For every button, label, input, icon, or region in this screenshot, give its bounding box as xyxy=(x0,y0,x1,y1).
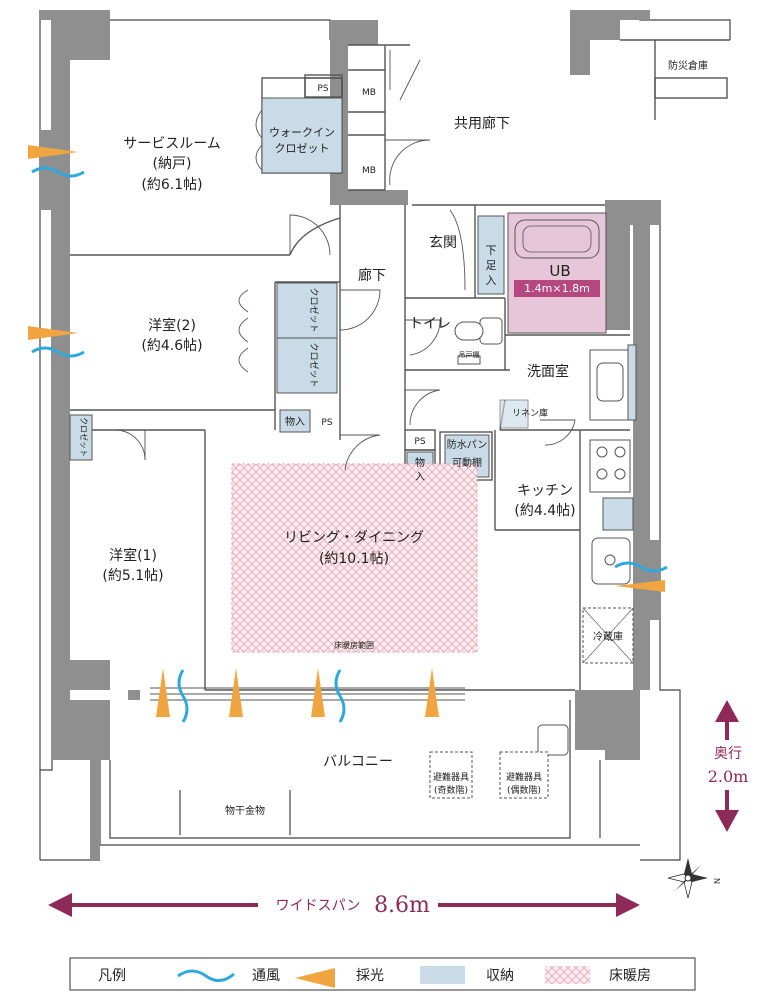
daylight-triangle-4 xyxy=(425,668,439,717)
western-room-1-name: 洋室(1) xyxy=(109,547,157,564)
storage-areas xyxy=(69,97,637,531)
compass-north-label: N xyxy=(712,878,721,884)
floor-heating-area xyxy=(231,463,478,653)
daylight-marks xyxy=(28,145,665,717)
toilet-cabinet-label: 吊戸棚 xyxy=(459,350,480,359)
living-dining-name: リビング・ダイニング xyxy=(284,530,424,546)
drying-rack-label: 物干金物 xyxy=(225,804,265,817)
floor-heating-legend-icon xyxy=(545,966,590,984)
ventilation-wave-service xyxy=(31,166,85,178)
ventilation-wave-balcony-2 xyxy=(334,669,346,723)
unit-bath-name: UB xyxy=(549,262,570,280)
legend-daylight-label: 採光 xyxy=(356,968,384,984)
width-label: ワイドスパン xyxy=(276,898,361,914)
unit-bath-size: 1.4m×1.8m xyxy=(524,282,590,295)
service-room-size: (約6.1帖) xyxy=(141,177,202,193)
ventilation-legend-icon xyxy=(177,969,235,982)
closet-upper-area xyxy=(276,282,338,339)
storage-legend-icon xyxy=(420,966,465,984)
legend-ventilation-label: 通風 xyxy=(252,968,280,984)
toilet-label: トイレ xyxy=(409,316,451,332)
daylight-triangle-1 xyxy=(156,668,170,717)
shoe-box-label-1: 下 xyxy=(486,244,497,257)
depth-dimension: 奥行 2.0m xyxy=(700,700,756,832)
depth-value: 2.0m xyxy=(708,767,749,786)
entrance-label: 玄関 xyxy=(429,234,457,251)
ventilation-wave-room2 xyxy=(31,346,85,358)
shoe-box-label-3: 入 xyxy=(486,274,497,287)
daylight-legend-icon xyxy=(295,968,335,988)
waterproof-pan-label-2: 可動棚 xyxy=(452,456,482,469)
closet-label-room1: クロゼット xyxy=(79,417,89,457)
escape-even-label-2: (偶数階) xyxy=(507,784,541,796)
legend-title: 凡例 xyxy=(98,968,126,984)
closet-label-lower: クロゼット xyxy=(308,342,320,387)
interior-walls xyxy=(70,39,730,691)
ps-label-kitchen: PS xyxy=(414,437,425,447)
floor-heating-note: 床暖房範囲 xyxy=(334,640,374,650)
width-dimension: ワイドスパン 8.6m xyxy=(48,890,640,920)
disaster-storage-label: 防災倉庫 xyxy=(668,59,708,72)
legend: 凡例 通風 採光 収納 床暖房 xyxy=(69,957,696,991)
western-room-1-size: (約5.1帖) xyxy=(102,568,163,584)
shared-corridor-label: 共用廊下 xyxy=(454,115,510,132)
corridor-label: 廊下 xyxy=(358,267,386,284)
fridge-label: 冷蔵庫 xyxy=(593,630,623,643)
compass-icon: N xyxy=(667,858,721,899)
width-value: 8.6m xyxy=(374,893,430,918)
room-labels: サービスルーム (納戸) (約6.1帖) ウォークイン クロゼット 洋室(2) … xyxy=(102,59,708,817)
washroom-label: 洗面室 xyxy=(527,363,569,380)
escape-odd-label-1: 避難器具 xyxy=(433,771,469,783)
storage-label-kitchen-1: 物 xyxy=(415,456,425,469)
western-room-2-size: (約4.6帖) xyxy=(141,338,202,354)
closet-lower-area xyxy=(276,337,338,394)
living-dining-size: (約10.1帖) xyxy=(319,551,389,567)
western-room-2-name: 洋室(2) xyxy=(148,317,196,334)
ps-label-top: PS xyxy=(317,84,328,94)
walk-in-closet-label-2: クロゼット xyxy=(275,142,330,155)
depth-label: 奥行 xyxy=(714,745,742,762)
legend-floor-heating-label: 床暖房 xyxy=(609,968,651,984)
shoe-box-area xyxy=(477,215,505,295)
mb-label-top: MB xyxy=(362,88,376,98)
daylight-triangle-kitchen xyxy=(615,580,665,592)
balcony-label: バルコニー xyxy=(323,754,393,770)
ventilation-wave-kitchen xyxy=(614,561,668,573)
daylight-triangle-room2 xyxy=(28,326,78,340)
kitchen-name: キッチン xyxy=(517,483,573,499)
daylight-triangle-service xyxy=(28,145,78,159)
western-room-1-closet-area xyxy=(69,414,93,461)
ventilation-wave-balcony-1 xyxy=(177,669,189,723)
mb-label-bottom: MB xyxy=(362,166,376,176)
unit-bath xyxy=(507,212,607,334)
daylight-triangle-2 xyxy=(229,668,243,717)
doors-and-fixtures xyxy=(114,50,634,799)
walk-in-closet-area xyxy=(261,97,343,174)
ventilation-marks xyxy=(31,166,668,723)
linen-label: リネン庫 xyxy=(512,407,548,419)
kitchen-counter-storage xyxy=(602,497,634,531)
storage-label-kitchen-2: 入 xyxy=(415,472,425,483)
daylight-triangle-3 xyxy=(311,668,325,717)
legend-storage-label: 収納 xyxy=(486,968,514,984)
storage-label-left: 物入 xyxy=(285,415,305,428)
waterproof-pan-label-1: 防水パン xyxy=(447,438,488,451)
storage-small-left xyxy=(279,409,311,433)
escape-odd-label-2: (奇数階) xyxy=(434,784,468,796)
walk-in-closet-label-1: ウォークイン xyxy=(269,126,335,139)
closet-label-upper: クロゼット xyxy=(308,287,320,332)
washroom-shelf xyxy=(627,344,637,421)
escape-even-label-1: 避難器具 xyxy=(506,771,542,783)
service-room-name: サービスルーム xyxy=(123,136,221,152)
ps-label-mid: PS xyxy=(321,418,332,428)
service-room-sub: (納戸) xyxy=(153,156,192,172)
kitchen-size: (約4.4帖) xyxy=(514,503,575,519)
shoe-box-label-2: 足 xyxy=(486,259,497,272)
linen-area xyxy=(499,399,529,429)
